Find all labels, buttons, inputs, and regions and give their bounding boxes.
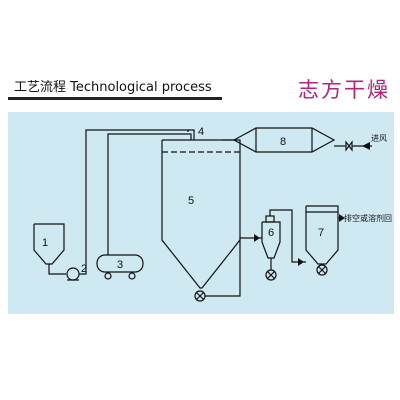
title-underline (8, 97, 222, 100)
label-3: 3 (117, 259, 123, 271)
pump (66, 267, 80, 281)
exhaust-arrow (339, 214, 345, 222)
air-pipe (107, 133, 188, 255)
scrubber-discharge-valve (316, 264, 328, 276)
air-inlet-arrow (362, 142, 370, 150)
diagram-title: 工艺流程 Technological process (14, 80, 212, 95)
air-inlet-label: 进风 (371, 134, 387, 143)
label-7: 7 (318, 227, 324, 239)
cyclone-to-scrubber-duct (269, 209, 306, 263)
scrubber (305, 205, 339, 265)
label-4: 4 (198, 126, 204, 138)
label-5: 5 (188, 195, 194, 207)
label-1: 1 (42, 237, 48, 249)
brand-logo-text: 志方干燥 (298, 78, 390, 102)
cyclone-separator (261, 215, 281, 270)
label-2: 2 (81, 263, 87, 275)
label-8: 8 (280, 136, 286, 148)
air-compressor (96, 254, 144, 280)
feed-tank (33, 223, 65, 265)
drying-tower (161, 139, 241, 289)
duct-arrow (254, 234, 260, 242)
tower-to-cyclone-duct (205, 237, 262, 297)
label-6: 6 (268, 227, 274, 239)
feed-pipe (79, 129, 189, 275)
cyclone-discharge-valve (265, 269, 277, 281)
air-inlet-valve (345, 140, 353, 152)
exhaust-label: 排空或溶剂回 (344, 213, 392, 223)
atomizer-nozzle (188, 129, 195, 140)
feed-line (48, 264, 66, 275)
scrubber-inlet-arrow (298, 258, 304, 266)
